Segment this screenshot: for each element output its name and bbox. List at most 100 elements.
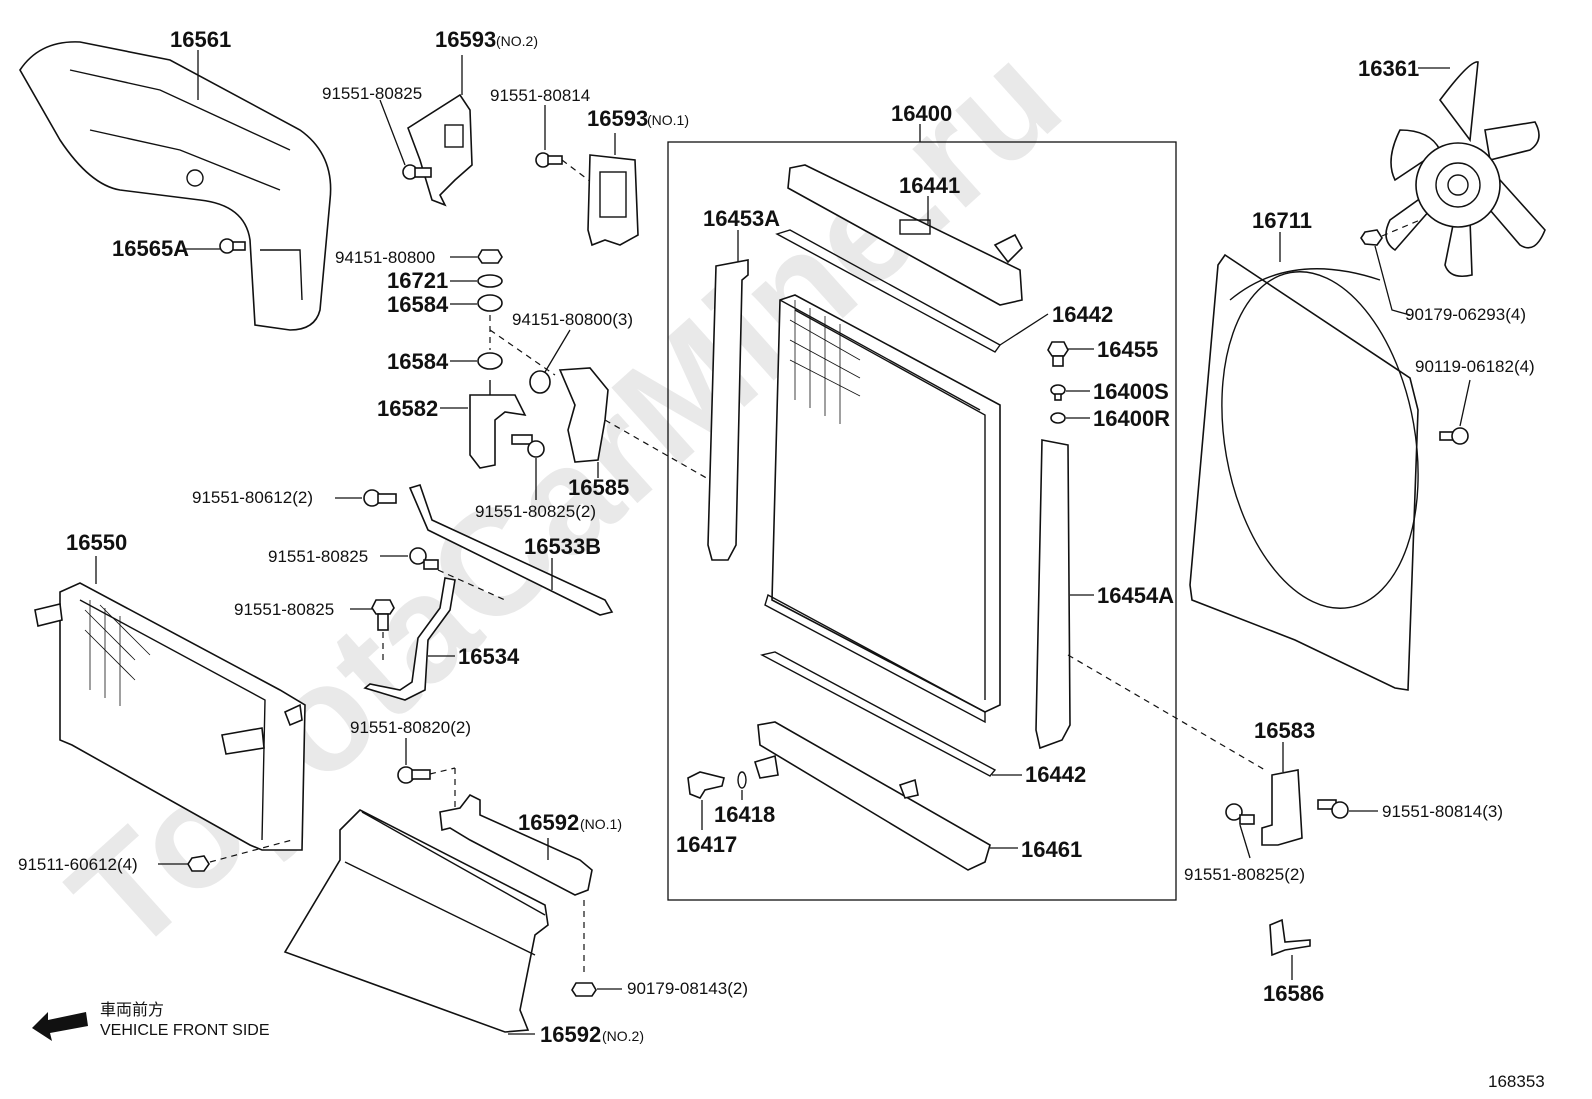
fan-shroud-16711 bbox=[1189, 253, 1419, 691]
label-16561: 16561 bbox=[170, 27, 231, 52]
label-16711: 16711 bbox=[1252, 208, 1312, 233]
bracket-16582 bbox=[469, 380, 527, 469]
label-16455: 16455 bbox=[1097, 337, 1158, 362]
radiator-assembly-box bbox=[667, 141, 1177, 901]
label-90119-06182: 90119-06182(4) bbox=[1415, 357, 1535, 376]
bolt-91551-80825-c bbox=[371, 599, 395, 631]
label-16593-no2-suffix: (NO.2) bbox=[496, 33, 538, 49]
label-91551-80612-2: 91551-80612(2) bbox=[192, 488, 313, 507]
nut-94151-80800 bbox=[477, 249, 503, 264]
label-16441: 16441 bbox=[899, 173, 960, 198]
label-16461: 16461 bbox=[1021, 837, 1082, 862]
label-16442-a: 16442 bbox=[1052, 302, 1113, 327]
label-16592-no1: 16592 bbox=[518, 810, 579, 835]
side-plate-16454A bbox=[1035, 439, 1071, 750]
clip-16586 bbox=[1269, 918, 1311, 957]
bracket-16585 bbox=[558, 367, 609, 463]
bolt-91551-80814 bbox=[535, 152, 563, 168]
washer-16400R bbox=[1050, 412, 1066, 424]
label-16592-no2-suffix: (NO.2) bbox=[602, 1028, 644, 1044]
upper-tank-16441 bbox=[787, 164, 1023, 306]
label-16550: 16550 bbox=[66, 530, 127, 555]
label-16593-no2: 16593 bbox=[435, 27, 496, 52]
stay-16533B bbox=[408, 484, 614, 616]
stay-16534 bbox=[363, 577, 456, 701]
label-91551-80814-3: 91551-80814(3) bbox=[1382, 802, 1503, 821]
label-16584-b: 16584 bbox=[387, 349, 449, 374]
label-90179-08143-2: 90179-08143(2) bbox=[627, 979, 748, 998]
label-16418: 16418 bbox=[714, 802, 775, 827]
label-16721: 16721 bbox=[387, 268, 448, 293]
label-91551-80825-c: 91551-80825 bbox=[234, 600, 334, 619]
bolt-91551-80825-a bbox=[402, 164, 432, 180]
label-16582: 16582 bbox=[377, 396, 438, 421]
label-16533B: 16533B bbox=[524, 534, 601, 559]
bolt-16455 bbox=[1047, 341, 1069, 367]
label-90179-06293: 90179-06293(4) bbox=[1405, 305, 1526, 324]
label-16534: 16534 bbox=[458, 644, 520, 669]
nut-90179-06293 bbox=[1360, 229, 1383, 246]
label-16584-a: 16584 bbox=[387, 292, 449, 317]
o-ring-16418 bbox=[737, 771, 747, 789]
radiator-upper-shroud-16561 bbox=[19, 41, 332, 331]
label-91551-80825-a: 91551-80825 bbox=[322, 84, 422, 103]
bracket-16583 bbox=[1261, 769, 1303, 846]
label-16592-no1-suffix: (NO.1) bbox=[580, 816, 622, 832]
label-16400R: 16400R bbox=[1093, 406, 1170, 431]
label-16592-no2: 16592 bbox=[540, 1022, 601, 1047]
diagram-id: 168353 bbox=[1488, 1072, 1545, 1091]
nut-94151-80800-3 bbox=[529, 370, 551, 394]
label-16453A: 16453A bbox=[703, 206, 780, 231]
side-plate-16453A bbox=[707, 259, 749, 561]
bracket-16593-no1 bbox=[587, 154, 639, 247]
lower-tank-16461 bbox=[753, 721, 991, 871]
label-16361: 16361 bbox=[1358, 56, 1419, 81]
label-16400: 16400 bbox=[891, 101, 952, 126]
bolt-91551-80820-2 bbox=[397, 766, 431, 784]
vehicle-front-arrow-icon bbox=[32, 1012, 88, 1041]
label-91511-60612-4: 91511-60612(4) bbox=[18, 855, 138, 874]
label-16593-no1: 16593 bbox=[587, 106, 648, 131]
nut-90179-08143-2 bbox=[571, 982, 597, 997]
label-16417: 16417 bbox=[676, 832, 737, 857]
bolt-91511-60612-4 bbox=[187, 855, 210, 872]
label-91551-80825-b: 91551-80825 bbox=[268, 547, 368, 566]
label-16400S: 16400S bbox=[1093, 379, 1169, 404]
label-16585: 16585 bbox=[568, 475, 629, 500]
seal-16592-no2 bbox=[283, 809, 549, 1033]
bolt-91551-80825-2a bbox=[511, 434, 545, 458]
label-16583: 16583 bbox=[1254, 718, 1315, 743]
label-16565A: 16565A bbox=[112, 236, 189, 261]
screw-16400S bbox=[1050, 384, 1066, 401]
intercooler-16550 bbox=[34, 582, 306, 851]
radiator-core bbox=[764, 294, 1001, 724]
cooling-fan-16361 bbox=[1385, 61, 1546, 278]
bracket-16593-no2 bbox=[407, 93, 473, 207]
label-91551-80825-2b: 91551-80825(2) bbox=[1184, 865, 1305, 884]
bolt-91551-80825-2b bbox=[1225, 803, 1255, 825]
bolt-90119-06182 bbox=[1439, 427, 1469, 445]
washer-16721 bbox=[477, 274, 503, 288]
label-94151-80800-3: 94151-80800(3) bbox=[512, 310, 633, 329]
label-94151-80800: 94151-80800 bbox=[335, 248, 435, 267]
drain-cock-16417 bbox=[687, 771, 725, 799]
cushion-16584-a bbox=[477, 294, 503, 312]
bolt-91551-80814-3 bbox=[1317, 799, 1349, 819]
label-91551-80825-2a: 91551-80825(2) bbox=[475, 502, 596, 521]
label-16593-no1-suffix: (NO.1) bbox=[647, 112, 689, 128]
bolt-91551-80612-2 bbox=[363, 489, 397, 507]
cushion-16584-b bbox=[477, 352, 503, 370]
label-16454A: 16454A bbox=[1097, 583, 1174, 608]
label-16442-b: 16442 bbox=[1025, 762, 1086, 787]
vehicle-front-en: VEHICLE FRONT SIDE bbox=[100, 1022, 270, 1039]
label-16586: 16586 bbox=[1263, 981, 1324, 1006]
bolt-91551-80825-b bbox=[409, 547, 439, 570]
bracket-16592-no1 bbox=[439, 793, 593, 896]
label-91551-80820-2: 91551-80820(2) bbox=[350, 718, 471, 737]
bolt-16565A bbox=[219, 238, 246, 254]
label-91551-80814: 91551-80814 bbox=[490, 86, 590, 105]
gasket-16442-lower bbox=[760, 651, 997, 777]
vehicle-front-jp: 車両前方 bbox=[100, 1001, 164, 1019]
